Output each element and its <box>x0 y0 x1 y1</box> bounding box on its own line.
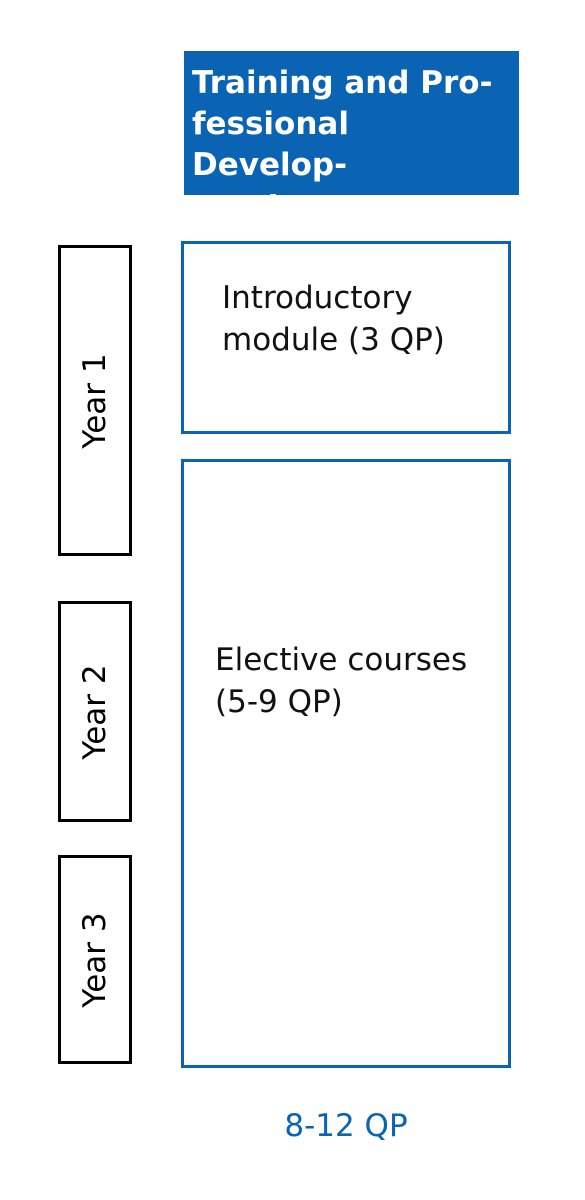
year-3-box: Year 3 <box>58 855 132 1064</box>
year-2-label: Year 2 <box>77 663 113 760</box>
elective-courses-label: Elective courses (5-9 QP) <box>215 642 468 720</box>
total-qp-label: 8-12 QP <box>284 1108 408 1144</box>
year-1-label: Year 1 <box>77 352 113 449</box>
elective-courses-box: Elective courses (5-9 QP) <box>181 459 511 1068</box>
introductory-module-box: Introductory module (3 QP) <box>181 241 511 434</box>
program-title-box: Training and Pro- fessional Develop- men… <box>184 51 519 224</box>
introductory-module-label: Introductory module (3 QP) <box>222 280 445 358</box>
year-2-box: Year 2 <box>58 601 132 822</box>
year-1-box: Year 1 <box>58 245 132 556</box>
program-title: Training and Pro- fessional Develop- men… <box>192 65 493 224</box>
year-3-label: Year 3 <box>77 911 113 1008</box>
